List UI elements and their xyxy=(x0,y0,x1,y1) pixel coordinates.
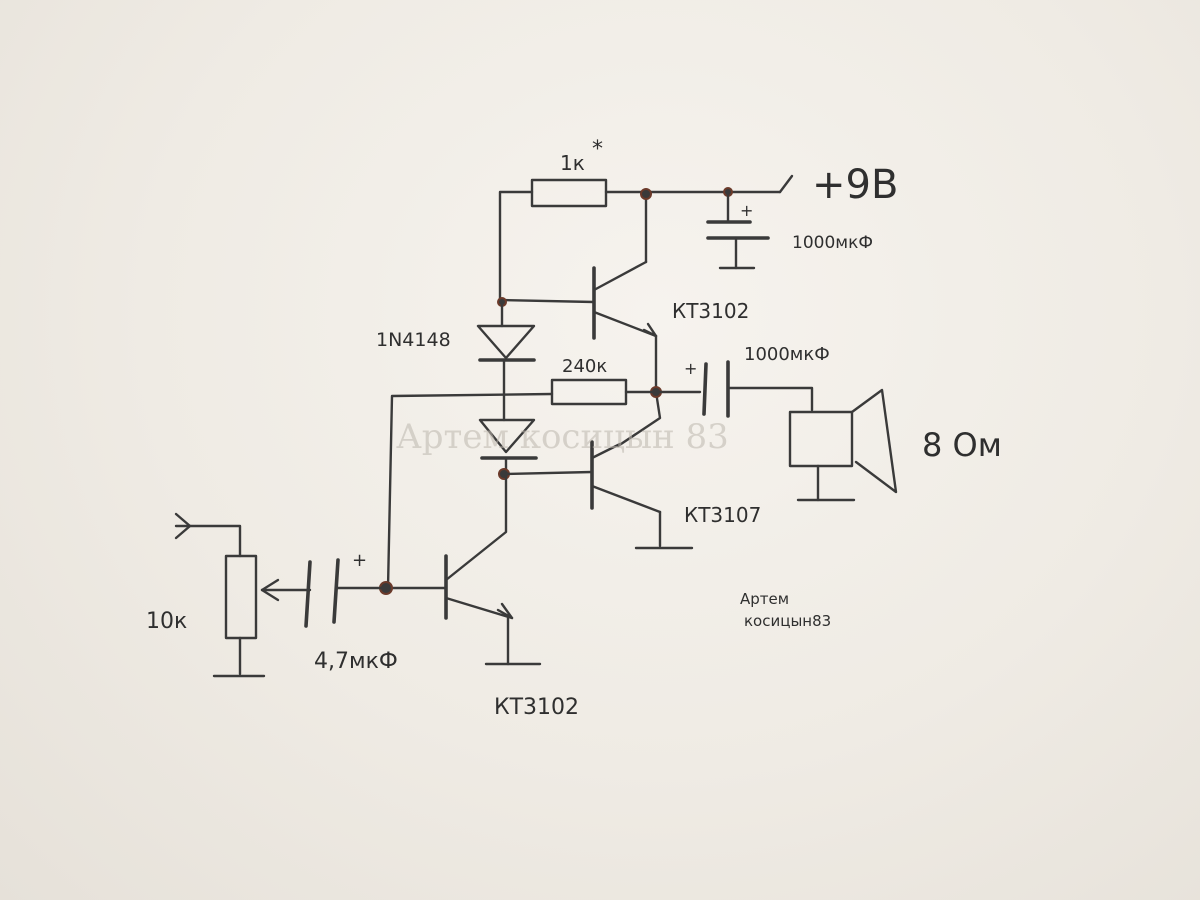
transistor-bottom xyxy=(379,472,542,666)
label-author: Артем xyxy=(740,590,789,608)
capacitor-supply xyxy=(706,190,770,270)
resistor-240k xyxy=(550,378,628,406)
potentiometer-10k xyxy=(174,512,280,678)
label-c-in: 4,7мкФ xyxy=(314,649,398,674)
label-q-top: КТ3102 xyxy=(672,299,749,323)
label-pot: 10к xyxy=(146,609,187,634)
label-c-supply: 1000мкФ xyxy=(792,233,873,253)
diodes xyxy=(476,300,538,480)
label-supply: +9В xyxy=(812,162,898,208)
label-c-out: 1000мкФ xyxy=(744,344,830,365)
speaker-8ohm xyxy=(788,388,898,502)
label-q-bottom: КТ3102 xyxy=(494,695,579,720)
label-speaker: 8 Ом xyxy=(922,426,1002,464)
label-diode: 1N4148 xyxy=(376,329,451,351)
transistor-top xyxy=(497,260,658,340)
watermark: Артем косицын 83 xyxy=(396,417,729,457)
label-r1-mark: * xyxy=(592,137,603,162)
label-plus-c-supply: + xyxy=(740,201,753,220)
capacitor-input xyxy=(260,558,386,628)
label-r1: 1к xyxy=(560,151,585,175)
transistor-mid xyxy=(502,440,694,550)
capacitor-output xyxy=(702,360,814,418)
label-plus-c-out: + xyxy=(684,359,697,378)
label-plus-c-in: + xyxy=(352,550,367,571)
label-r2: 240к xyxy=(562,356,607,377)
resistor-1k xyxy=(530,178,608,208)
top-rail xyxy=(498,174,794,302)
label-q-mid: КТ3107 xyxy=(684,503,761,527)
junction-top-rail xyxy=(640,188,652,200)
label-author-2: косицын83 xyxy=(744,612,831,630)
output-node xyxy=(386,334,702,590)
